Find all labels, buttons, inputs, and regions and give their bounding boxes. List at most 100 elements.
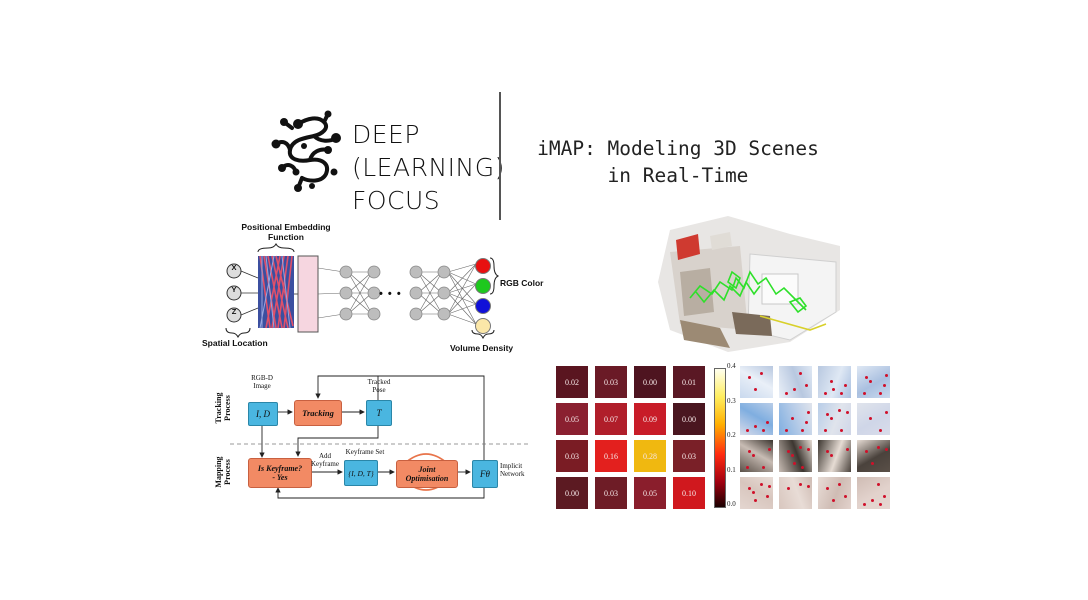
heatmap-value: 0.07 [604, 414, 618, 424]
sample-point [746, 466, 749, 469]
sample-point [768, 485, 771, 488]
heatmap-value: 0.16 [604, 451, 618, 461]
brand-line-1: DEEP [352, 120, 420, 149]
keyframe-photo [740, 477, 773, 509]
heatmap-cell: 0.07 [595, 403, 627, 435]
sample-point [824, 429, 827, 432]
sample-point [760, 372, 763, 375]
sample-point [844, 495, 847, 498]
sample-point [885, 411, 888, 414]
keyframe-photo [740, 366, 773, 398]
pose-box: T [366, 400, 392, 426]
heatmap-value: 0.05 [643, 488, 657, 498]
colorbar-tick-label: 0.2 [727, 431, 736, 439]
keyframe-photo [857, 403, 890, 435]
sample-point [807, 485, 810, 488]
sample-point [793, 462, 796, 465]
sample-point [826, 487, 829, 490]
title-line-2: in Real-Time [607, 164, 749, 187]
heatmap-value: 0.03 [604, 488, 618, 498]
heatmap-value: 0.03 [565, 451, 579, 461]
keyframe-photo [779, 440, 812, 472]
heatmap-cell: 0.01 [673, 366, 705, 398]
sample-point [838, 409, 841, 412]
nerf-network-svg [225, 242, 500, 340]
heatmap-cell: 0.03 [556, 440, 588, 472]
sample-point [766, 495, 769, 498]
sample-point [754, 425, 757, 428]
sample-point [787, 450, 790, 453]
heatmap-cell: 0.09 [634, 403, 666, 435]
heatmap-cell: 0.05 [556, 403, 588, 435]
output-node [475, 258, 491, 274]
sample-point [754, 388, 757, 391]
sample-point [844, 384, 847, 387]
sample-point [883, 495, 886, 498]
heatmap-cell: 0.16 [595, 440, 627, 472]
3d-scene-render [658, 216, 840, 352]
keyframe-photo [818, 366, 851, 398]
mapping-process-label: Mapping Process [214, 456, 232, 488]
sample-point [752, 491, 755, 494]
heatmap-value: 0.00 [643, 377, 657, 387]
sample-point [754, 499, 757, 502]
colorbar-tick-label: 0.3 [727, 396, 736, 405]
sample-point [799, 446, 802, 449]
layer-ellipsis: • • • [379, 288, 402, 300]
sample-point [830, 417, 833, 420]
sample-point [877, 446, 880, 449]
rgb-color-label: RGB Color [500, 278, 544, 288]
volume-density-label: Volume Density [450, 343, 514, 353]
keyframe-set-box: {I, D, T} [344, 460, 378, 486]
tracking-box: Tracking [294, 400, 342, 426]
keyframe-photo-grid [740, 366, 892, 509]
input-x: X [231, 263, 237, 272]
sample-point [787, 487, 790, 490]
input-z: Z [231, 307, 237, 316]
colorbar-tick-label: 0.4 [727, 362, 736, 370]
sample-point [879, 392, 882, 395]
heatmap-cell: 0.03 [595, 366, 627, 398]
sample-point [762, 466, 765, 469]
heatmap-value: 0.10 [682, 488, 696, 498]
sample-point [805, 421, 808, 424]
neural-network-logo-icon [271, 110, 341, 192]
sample-point [807, 448, 810, 451]
keyframe-photo [779, 366, 812, 398]
pipeline-svg [230, 375, 528, 499]
sample-point [793, 388, 796, 391]
sample-point [830, 380, 833, 383]
brand-name: DEEP (LEARNING) FOCUS [352, 118, 505, 217]
sample-point [791, 454, 794, 457]
sample-point [807, 411, 810, 414]
sample-point [746, 429, 749, 432]
sample-point [871, 462, 874, 465]
keyframe-photo [818, 477, 851, 509]
sample-point [768, 448, 771, 451]
header-divider [499, 92, 501, 220]
colorbar-tick-label: 0.0 [727, 500, 736, 508]
heatmap-cell: 0.28 [634, 440, 666, 472]
spatial-location-label: Spatial Location [202, 338, 268, 348]
heatmap-value: 0.05 [565, 414, 579, 424]
heatmap-value: 0.03 [682, 451, 696, 461]
input-y: Y [231, 285, 237, 294]
sample-point [785, 429, 788, 432]
heatmap-cell: 0.03 [673, 440, 705, 472]
sample-point [832, 499, 835, 502]
tracking-process-label: Tracking Process [214, 392, 232, 424]
sample-point [863, 392, 866, 395]
sample-point [799, 372, 802, 375]
sample-point [840, 429, 843, 432]
sample-point [826, 450, 829, 453]
heatmap-cell: 0.00 [556, 477, 588, 509]
output-node [475, 298, 491, 314]
sample-point [885, 448, 888, 451]
keyframe-photo [740, 403, 773, 435]
sample-point [838, 483, 841, 486]
sample-point [760, 483, 763, 486]
